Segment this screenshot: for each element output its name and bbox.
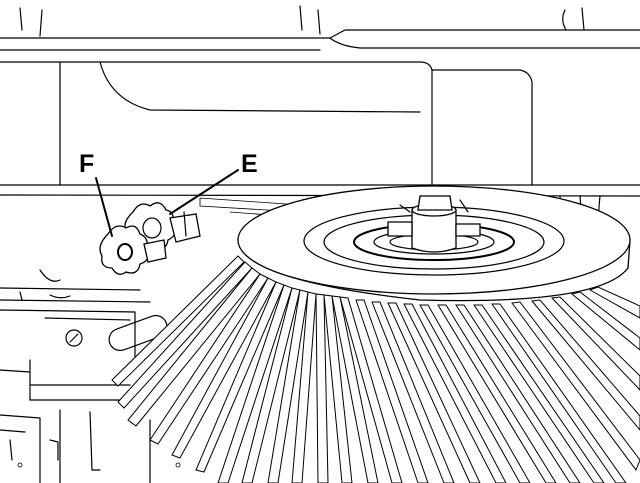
callout-e: E bbox=[169, 150, 258, 215]
brush-frame bbox=[0, 269, 181, 483]
brush-hub bbox=[387, 195, 481, 253]
callout-f-label: F bbox=[79, 150, 94, 178]
callout-f: F bbox=[79, 150, 113, 237]
callout-e-label: E bbox=[241, 150, 258, 178]
brush-bristles bbox=[111, 255, 640, 483]
knob-f bbox=[99, 225, 167, 275]
